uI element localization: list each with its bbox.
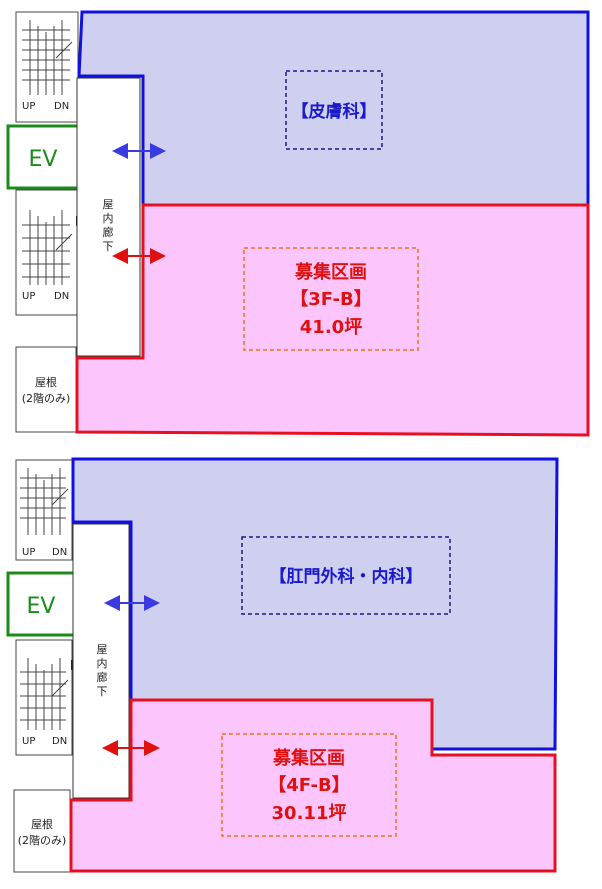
roof-box xyxy=(15,346,77,433)
clinic-label: 【皮膚科】 xyxy=(292,101,377,122)
clinic-label-box xyxy=(285,70,383,150)
svg-text:廊: 廊 xyxy=(103,225,114,239)
elevator-box xyxy=(6,124,80,190)
stair-up-label: UP xyxy=(22,101,35,112)
corridor-label: 屋 内 廊 下 xyxy=(103,198,114,253)
roof-note: (2階のみ) xyxy=(22,391,71,405)
recruit-area-size: 41.0坪 xyxy=(300,317,362,338)
roof-label: 屋根 xyxy=(35,375,57,389)
floor-plan-4f: UP DN EV UP DN 屋根 (2階のみ) 屋 内 廊 下 xyxy=(6,457,559,873)
corridor xyxy=(76,77,141,357)
stair-dn-label: DN xyxy=(52,736,67,747)
recruit-unit: 【4F-B】 xyxy=(268,775,349,796)
svg-text:内: 内 xyxy=(103,211,114,225)
floor-plan-3f: UP DN EV UP DN 屋根 (2階のみ) 屋 xyxy=(6,10,590,437)
clinic-label-box xyxy=(241,536,451,615)
corridor-label: 屋 内 廊 下 xyxy=(97,643,108,698)
recruit-label-box xyxy=(243,247,419,351)
stair-dn-label: DN xyxy=(52,547,67,558)
stair-dn-label: DN xyxy=(54,101,69,112)
roof-label: 屋根 xyxy=(31,817,53,831)
svg-text:屋: 屋 xyxy=(97,643,108,656)
svg-text:内: 内 xyxy=(97,656,108,670)
recruit-title: 募集区画 xyxy=(294,261,367,283)
stair-dn-label: DN xyxy=(54,291,69,302)
recruit-title: 募集区画 xyxy=(272,747,345,769)
stair-up-label: UP xyxy=(22,736,35,747)
stair-up-label: UP xyxy=(22,547,35,558)
clinic-label: 【肛門外科・内科】 xyxy=(270,566,423,587)
svg-text:下: 下 xyxy=(97,685,108,698)
roof-note: (2階のみ) xyxy=(18,833,67,847)
stairwell-top-3f xyxy=(15,11,79,123)
recruit-area-size: 30.11坪 xyxy=(272,803,347,824)
recruit-label-box xyxy=(221,733,397,837)
svg-text:屋: 屋 xyxy=(103,198,114,211)
stairwell-mid-4f xyxy=(15,639,73,756)
svg-text:下: 下 xyxy=(103,240,114,253)
stair-up-label: UP xyxy=(22,291,35,302)
elevator-label: EV xyxy=(29,147,58,172)
recruit-area-4f xyxy=(69,698,557,873)
svg-text:廊: 廊 xyxy=(97,670,108,684)
roof-box xyxy=(13,789,71,873)
elevator-label: EV xyxy=(27,594,56,619)
recruit-unit: 【3F-B】 xyxy=(290,289,371,310)
stairwell-top-4f xyxy=(15,459,73,561)
recruit-area-3f xyxy=(75,203,590,437)
elevator-box xyxy=(6,571,76,637)
